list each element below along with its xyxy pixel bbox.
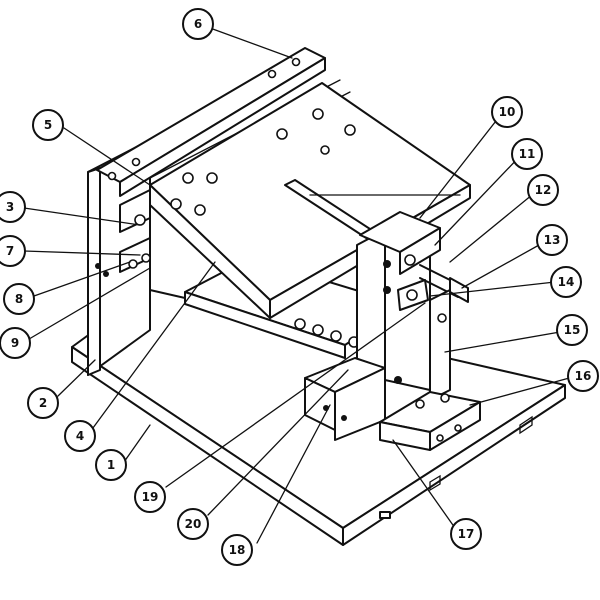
callout-4: 4 [64, 420, 96, 452]
svg-text:20: 20 [185, 517, 202, 531]
callout-6: 6 [182, 8, 214, 40]
svg-text:2: 2 [39, 396, 47, 410]
callout-2: 2 [27, 387, 59, 419]
front-clamp-upright [356, 211, 469, 396]
callout-11: 11 [511, 138, 543, 170]
callout-19: 19 [134, 481, 166, 513]
svg-text:8: 8 [15, 292, 23, 306]
svg-text:4: 4 [76, 429, 84, 443]
svg-text:6: 6 [194, 17, 202, 31]
callout-15: 15 [556, 314, 588, 346]
callout-12: 12 [527, 174, 559, 206]
callout-14: 14 [550, 266, 582, 298]
callout-7: 7 [0, 235, 26, 267]
svg-text:14: 14 [558, 275, 575, 289]
svg-text:17: 17 [458, 527, 475, 541]
callout-10: 10 [491, 96, 523, 128]
svg-text:1: 1 [107, 458, 115, 472]
svg-text:13: 13 [544, 233, 561, 247]
callout-16: 16 [567, 360, 599, 392]
callout-9: 9 [0, 327, 31, 359]
svg-text:11: 11 [519, 147, 536, 161]
svg-text:5: 5 [44, 118, 52, 132]
callout-1: 1 [95, 449, 127, 481]
svg-text:19: 19 [142, 490, 159, 504]
svg-text:10: 10 [499, 105, 516, 119]
svg-text:15: 15 [564, 323, 581, 337]
svg-text:12: 12 [535, 183, 552, 197]
svg-text:16: 16 [575, 369, 592, 383]
svg-text:7: 7 [6, 244, 14, 258]
svg-text:3: 3 [6, 200, 14, 214]
svg-text:9: 9 [11, 336, 19, 350]
callout-5: 5 [32, 109, 64, 141]
right-support-block [394, 289, 451, 401]
callout-8: 8 [3, 283, 35, 315]
svg-text:18: 18 [229, 543, 246, 557]
callout-3: 3 [0, 191, 26, 223]
callout-13: 13 [536, 224, 568, 256]
callout-17: 17 [450, 518, 482, 550]
front-clamp-bar [379, 391, 481, 451]
callout-18: 18 [221, 534, 253, 566]
leader-lines [23, 27, 574, 544]
callout-20: 20 [177, 508, 209, 540]
main-slide-plate [149, 82, 471, 319]
